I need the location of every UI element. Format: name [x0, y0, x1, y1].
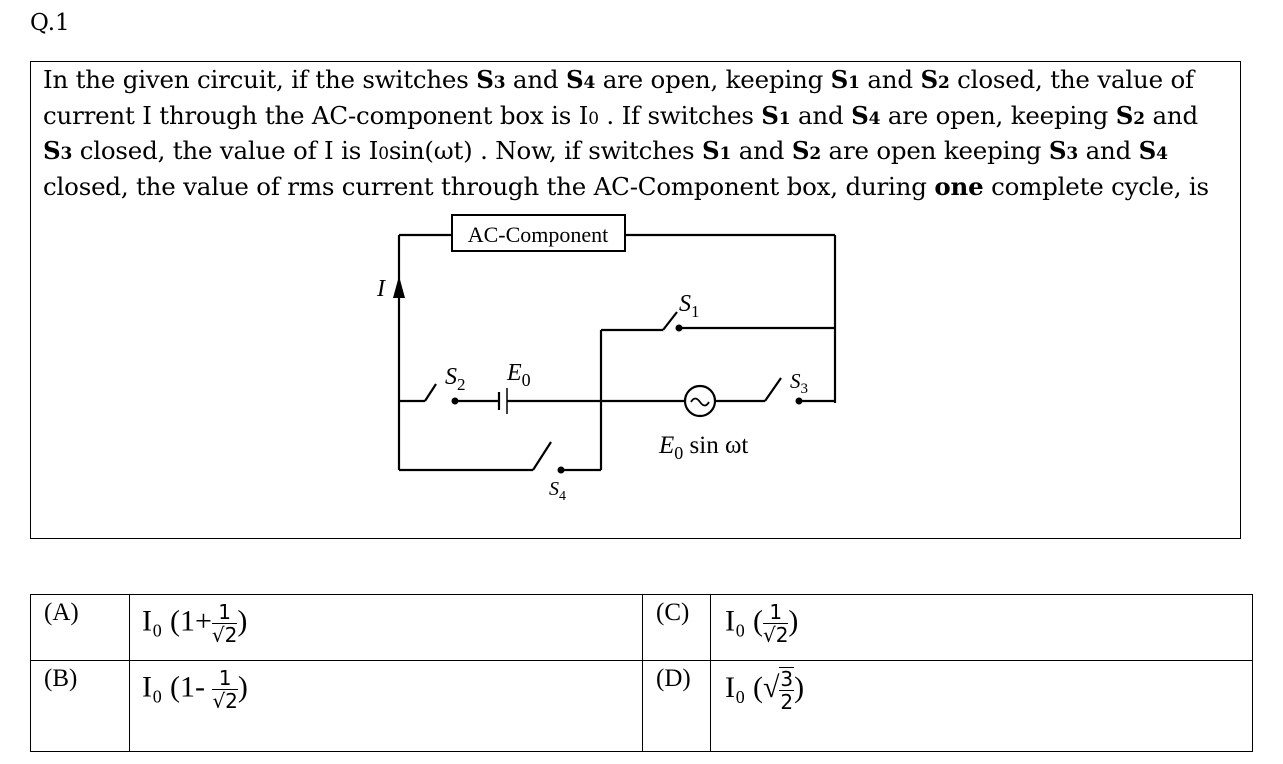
sqrt-sign: √ [762, 670, 780, 704]
switch-symbol: S4 [566, 65, 596, 94]
question-text-run: are open keeping [820, 136, 1049, 165]
switch-symbol: S2 [791, 136, 821, 165]
question-text-run: are open, keeping [595, 65, 831, 94]
s3-label: S3 [790, 369, 808, 397]
option-a[interactable]: I₀ (1+1√2) [129, 594, 643, 661]
current-label: I [376, 276, 386, 302]
ac-component-label: AC-Component [468, 222, 609, 247]
switch-symbol: S1 [830, 65, 860, 94]
question-text-run: . If switches [598, 100, 762, 130]
question-text-run: and [790, 100, 852, 130]
source-label: E0 sin ωt [658, 432, 748, 463]
question-text-run: and [859, 65, 921, 94]
question-text-run: closed, the value of rms current through… [43, 171, 935, 201]
s2-label: S2 [445, 364, 466, 394]
question-text-run: complete cycle, is [983, 171, 1209, 201]
question-text-run: closed, the value of current I through t… [43, 65, 1194, 130]
question-text-run: In the given circuit, if the switches [43, 65, 477, 94]
option-a-label: (A) [30, 594, 130, 661]
switch-symbol: S3 [43, 136, 73, 165]
question-text-run: and [505, 65, 566, 94]
switch-symbol: S1 [702, 136, 732, 165]
option-b-label: (B) [30, 660, 130, 752]
emphasis-word: one [934, 171, 984, 201]
question-number: Q.1 [30, 10, 70, 36]
option-d-label: (D) [642, 660, 711, 752]
s1-label: S1 [679, 291, 700, 321]
question-text-run: sin(ωt) . Now, if switches [388, 136, 703, 165]
switch-symbol: S3 [476, 65, 506, 94]
circuit-diagram: AC-Component I S1 S2 E0 S3 S4 E0 sin ωt [376, 214, 837, 504]
question-text-run: and [731, 136, 792, 165]
question-text-run: closed, the value of I is I [72, 136, 379, 165]
option-c-label: (C) [642, 594, 711, 661]
subscript: 0 [378, 144, 389, 164]
option-c[interactable]: I₀ (1√2) [710, 594, 1253, 661]
question-text-run: and [1078, 136, 1139, 165]
option-b[interactable]: I₀ (1- 1√2) [129, 660, 643, 752]
switch-symbol: S2 [1115, 100, 1145, 130]
s4-label: S4 [549, 478, 566, 504]
question-text: In the given circuit, if the switches S3… [43, 64, 1233, 203]
question-text-run: and [1144, 100, 1198, 130]
switch-symbol: S2 [920, 65, 950, 94]
subscript: 0 [588, 108, 599, 129]
switch-symbol: S3 [1048, 136, 1078, 165]
switch-symbol: S4 [851, 100, 881, 130]
switch-symbol: S4 [1138, 136, 1168, 165]
switch-symbol: S1 [761, 100, 791, 130]
question-box: In the given circuit, if the switches S3… [30, 61, 1241, 539]
e0-label: E0 [506, 360, 531, 390]
options-table: (A) I₀ (1+1√2) (C) I₀ (1√2) (B) I₀ (1- 1… [30, 594, 1253, 752]
question-text-run: are open, keeping [880, 100, 1116, 130]
